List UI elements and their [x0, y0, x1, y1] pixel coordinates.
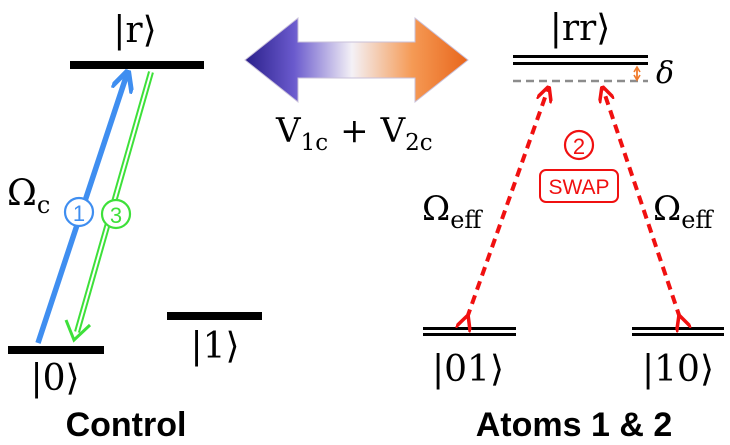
swap-arrow-left [467, 89, 548, 318]
level-10-label: |10⟩ [642, 349, 714, 390]
level-r [70, 61, 204, 69]
control-rabi-label: Ωc [7, 173, 50, 219]
interaction-label: V1c+V2c [275, 111, 433, 156]
svg-text:3: 3 [110, 203, 122, 228]
level-10 [632, 327, 724, 336]
interaction-double-arrow [244, 16, 469, 104]
step-3-badge: 3 [100, 198, 132, 230]
svg-text:1: 1 [73, 201, 85, 226]
detuning-label: δ [656, 56, 674, 91]
section-title-atoms: Atoms 1 & 2 [476, 406, 673, 444]
level-0 [8, 346, 104, 354]
svg-text:SWAP: SWAP [548, 176, 609, 199]
level-rr [513, 55, 648, 65]
step-1-badge: 1 [63, 196, 95, 228]
swap-arrow-right [603, 89, 680, 318]
level-01 [423, 327, 516, 336]
eff-rabi-label-right: Ωeff [653, 189, 714, 234]
step-2-badge: 2 [563, 129, 595, 161]
eff-rabi-label-left: Ωeff [422, 189, 483, 234]
detuning-marker [633, 65, 641, 82]
level-rr-label: |rr⟩ [550, 8, 611, 49]
level-0-label: |0⟩ [30, 358, 79, 399]
level-01-label: |01⟩ [432, 349, 504, 390]
level-1 [167, 312, 262, 320]
level-r-label: |r⟩ [113, 10, 156, 51]
swap-badge: SWAP [539, 169, 619, 203]
section-title-control: Control [66, 406, 187, 444]
svg-text:2: 2 [573, 134, 585, 159]
level-1-label: |1⟩ [190, 326, 239, 367]
